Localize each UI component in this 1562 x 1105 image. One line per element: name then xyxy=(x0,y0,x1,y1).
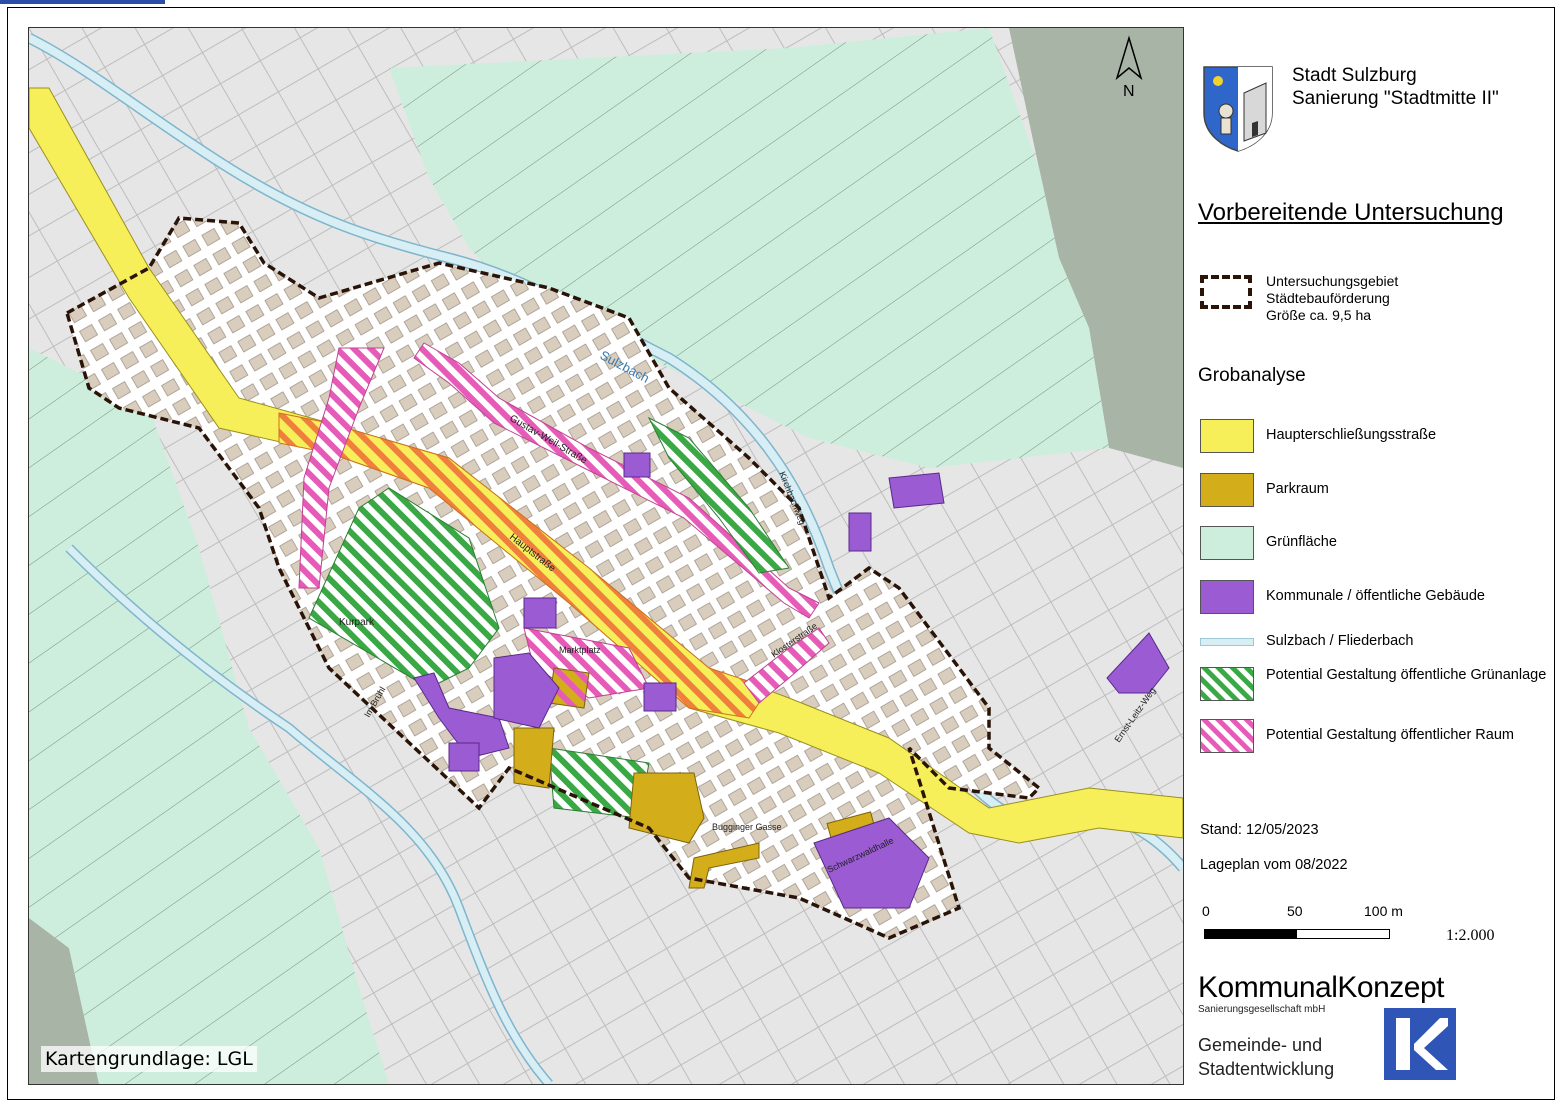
scale-tick-50: 50 xyxy=(1287,903,1303,919)
section-title: Grobanalyse xyxy=(1198,365,1306,386)
north-arrow: N xyxy=(1115,35,1143,100)
page-heading: Vorbereitende Untersuchung xyxy=(1198,199,1504,226)
public-building-schwarzwaldhalle[interactable] xyxy=(813,817,930,909)
brand-subtitle: Sanierungsgesellschaft mbH xyxy=(1198,1004,1326,1015)
legend-panel: Stadt Sulzburg Sanierung "Stadtmitte II"… xyxy=(1184,27,1554,1085)
legend-label: Potential Gestaltung öffentliche Grünanl… xyxy=(1266,667,1547,683)
legend-label: Potential Gestaltung öffentlicher Raum xyxy=(1266,727,1514,743)
stream-fliederbach xyxy=(66,545,552,1084)
brand-name: KommunalKonzept xyxy=(1198,971,1444,1004)
public-building-east[interactable] xyxy=(1106,632,1170,694)
legend-label: Parkraum xyxy=(1266,481,1329,497)
study-area-text: Untersuchungsgebiet Städtebauförderung G… xyxy=(1266,273,1398,324)
study-area-swatch xyxy=(1200,275,1252,309)
legend-item-stream: Sulzbach / Fliederbach xyxy=(1200,625,1550,659)
legend-label: Haupterschließungsstraße xyxy=(1266,427,1437,443)
project-title: Sanierung "Stadtmitte II" xyxy=(1292,88,1499,109)
pink-area-west-lane[interactable] xyxy=(298,347,385,589)
swatch-parking xyxy=(1200,473,1254,507)
swatch-stream xyxy=(1200,638,1254,646)
swatch-green xyxy=(1200,526,1254,560)
parking-west[interactable] xyxy=(513,727,555,789)
legend-item-green: Grünfläche xyxy=(1200,526,1550,560)
forest-area-ne xyxy=(1009,28,1183,468)
coat-of-arms-icon xyxy=(1203,66,1273,152)
public-building-sw[interactable] xyxy=(413,672,510,759)
corner-tab xyxy=(0,0,165,4)
kommunalkonzept-logo-icon xyxy=(1384,1008,1456,1080)
legend-item-public: Kommunale / öffentliche Gebäude xyxy=(1200,580,1550,614)
legend-item-pink-hatch: Potential Gestaltung öffentlicher Raum xyxy=(1200,719,1550,753)
legend-item-parking: Parkraum xyxy=(1200,473,1550,507)
scale-bar: 0 50 100 m xyxy=(1200,903,1500,943)
study-area-boundary[interactable] xyxy=(64,216,1042,940)
label-marktplatz: Marktplatz xyxy=(559,645,601,655)
public-building-rathaus[interactable] xyxy=(493,652,560,729)
swatch-public xyxy=(1200,580,1254,614)
parking-bugginger[interactable] xyxy=(688,842,760,889)
swatch-green-hatch xyxy=(1200,667,1254,701)
swatch-pink-hatch xyxy=(1200,719,1254,753)
map-credit: Kartengrundlage: LGL xyxy=(41,1046,257,1072)
city-title: Stadt Sulzburg xyxy=(1292,65,1417,86)
public-building-north[interactable] xyxy=(623,452,651,478)
legend-label: Sulzbach / Fliederbach xyxy=(1266,633,1414,649)
study-area-line3: Größe ca. 9,5 ha xyxy=(1266,307,1372,323)
green-field-west xyxy=(29,348,389,1084)
pink-area-klosterstrasse[interactable] xyxy=(743,627,830,704)
public-building-marktplatz[interactable] xyxy=(523,597,557,629)
scale-ratio: 1:2.000 xyxy=(1446,927,1495,944)
legend-item-green-hatch: Potential Gestaltung öffentliche Grünanl… xyxy=(1200,667,1550,701)
pink-area-gustav-weil[interactable] xyxy=(413,342,820,619)
swatch-main-road xyxy=(1200,419,1254,453)
study-area-line1: Untersuchungsgebiet xyxy=(1266,273,1399,289)
map-canvas[interactable]: N Sulzbach Kirchbachweg Gustav-Weil-Stra… xyxy=(29,28,1183,1084)
label-bugginger-gasse: Bugginger Gasse xyxy=(712,822,782,832)
site-map[interactable]: N Sulzbach Kirchbachweg Gustav-Weil-Stra… xyxy=(28,27,1184,1085)
public-building-church[interactable] xyxy=(888,472,945,509)
legend-item-main-road: Haupterschließungsstraße xyxy=(1200,419,1550,453)
label-kurpark: Kurpark xyxy=(339,617,375,628)
brand-tagline-1: Gemeinde- und xyxy=(1198,1035,1323,1055)
green-hatch-east[interactable] xyxy=(647,416,790,574)
brand-tagline-2: Stadtentwicklung xyxy=(1198,1059,1335,1079)
green-field-north xyxy=(389,28,1109,468)
legend-label: Grünfläche xyxy=(1266,534,1337,550)
public-building-center[interactable] xyxy=(643,682,677,712)
public-building-small-sw[interactable] xyxy=(448,742,480,772)
stand-date: Stand: 12/05/2023 xyxy=(1200,822,1319,838)
study-area-line2: Städtebauförderung xyxy=(1266,290,1390,306)
scale-bar-graphic xyxy=(1204,929,1390,939)
scale-tick-0: 0 xyxy=(1202,903,1210,919)
legend-label: Kommunale / öffentliche Gebäude xyxy=(1266,588,1485,604)
scale-tick-100: 100 m xyxy=(1364,903,1403,919)
forest-area-sw xyxy=(29,918,99,1084)
lageplan-date: Lageplan vom 08/2022 xyxy=(1200,857,1348,873)
north-arrow-label: N xyxy=(1123,83,1135,100)
public-building-kirchbach[interactable] xyxy=(848,512,872,552)
